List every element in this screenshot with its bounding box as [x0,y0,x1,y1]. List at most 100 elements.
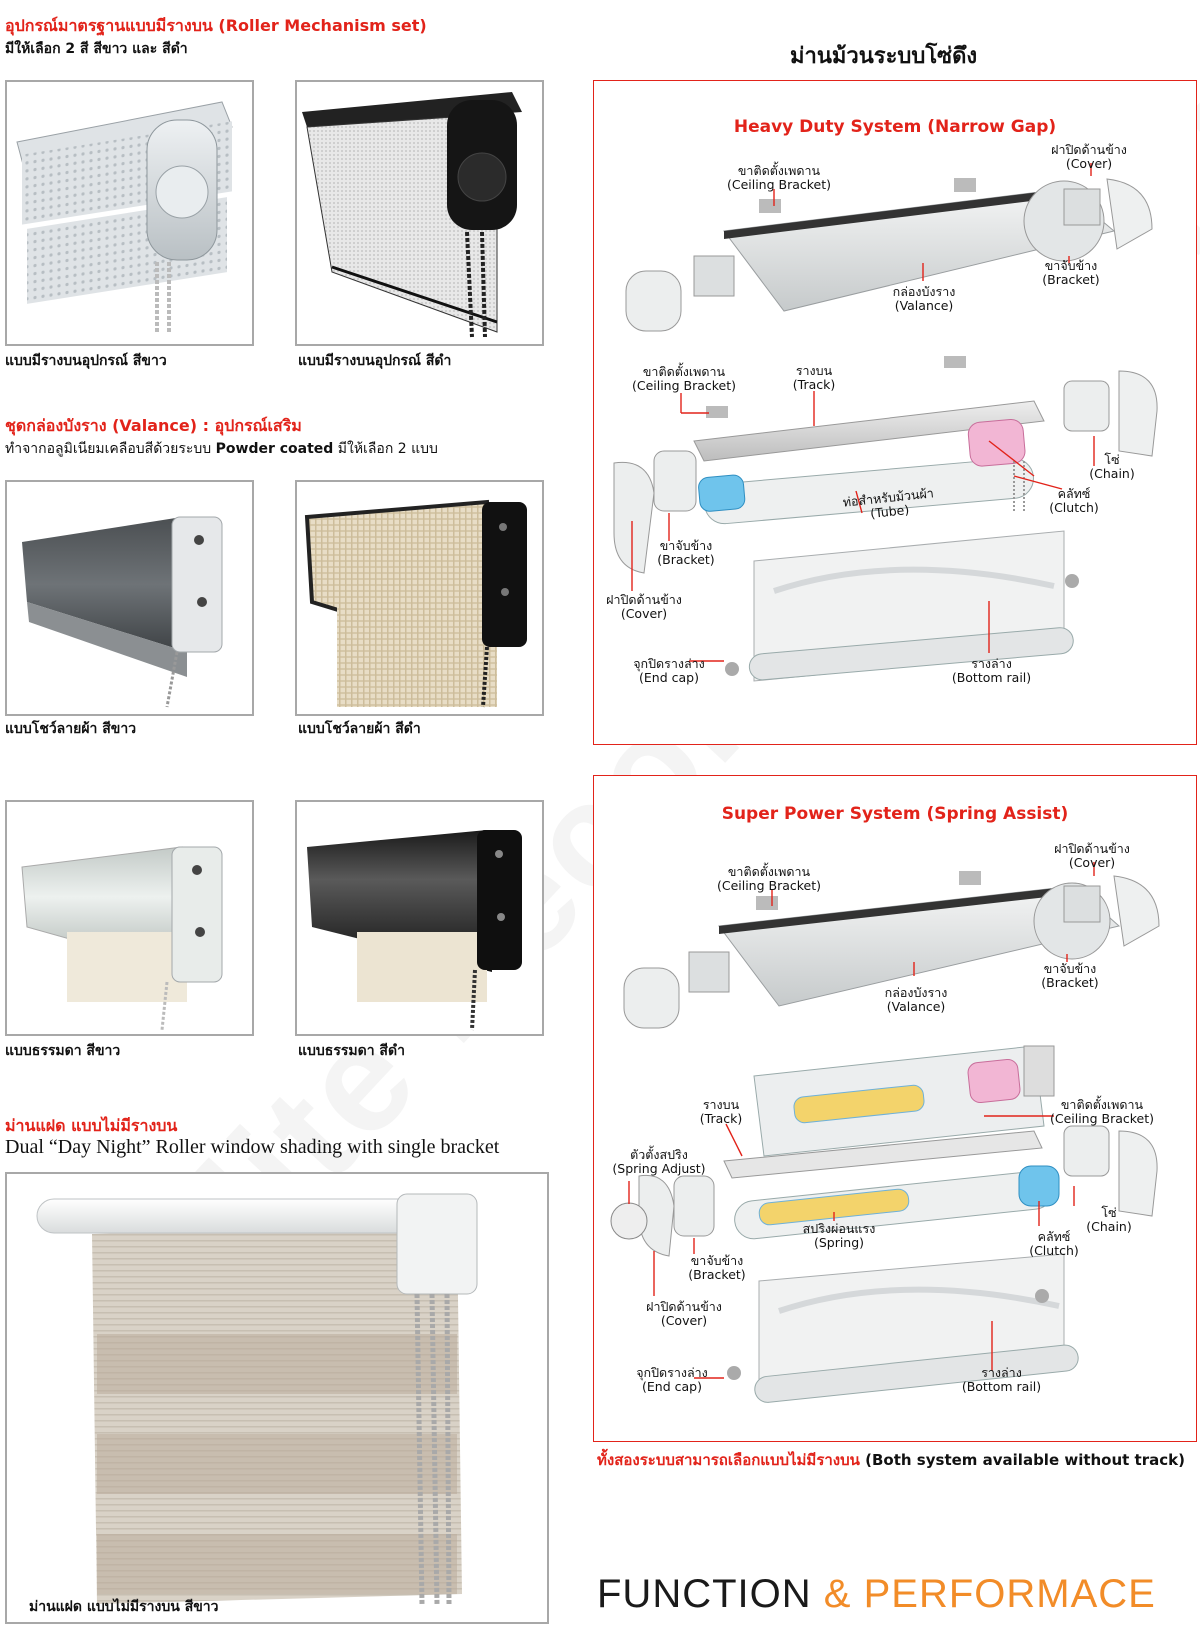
p1-cover-top-th: ฝาปิดด้านข้าง [1051,142,1127,157]
p1-ceiling-bracket-top-en: (Ceiling Bracket) [726,177,832,192]
caption-mechanism-black: แบบมีรางบนอุปกรณ์ สีดำ [298,353,452,369]
photo-dual-day-night: ม่านแฝด แบบไม่มีรางบน สีขาว [5,1172,549,1624]
p1-label-bracket-left: ขาจับข้าง(Bracket) [646,539,726,567]
p2-clutch-th: คลัทซ์ [1037,1229,1071,1244]
p2-ceiling-bracket-top-th: ขาติดตั้งเพดาน [727,864,811,879]
p2-label-end-cap: จุกปิดรางล่าง(End cap) [627,1366,717,1394]
p1-clutch-en: (Clutch) [1049,500,1099,515]
p2-spring-adjust-en: (Spring Adjust) [612,1161,706,1176]
caption-valance-fabric-white: แบบโชว์ลายผ้า สีขาว [5,721,137,737]
p1-label-track: รางบน(Track) [774,364,854,392]
p1-track-th: รางบน [795,363,833,378]
footer-ampersand: & [823,1572,852,1616]
panel-super-power: Super Power System (Spring Assist) [593,775,1197,1442]
p1-chain-th: โซ่ [1104,452,1120,467]
p1-track-en: (Track) [792,377,836,392]
p2-label-bracket-right: ขาจับข้าง(Bracket) [1030,962,1110,990]
p2-bottom-rail-th: รางล่าง [981,1365,1022,1380]
p1-bottom-rail-en: (Bottom rail) [951,670,1032,685]
p1-label-bottom-rail: รางล่าง(Bottom rail) [944,657,1039,685]
subtitle-bold: Powder coated [215,441,334,457]
p1-label-clutch: คลัทซ์(Clutch) [1034,487,1114,515]
p1-bottom-rail-th: รางล่าง [971,656,1012,671]
p1-label-end-cap: จุกปิดรางล่าง(End cap) [624,657,714,685]
p1-bracket-left-en: (Bracket) [657,552,715,567]
p1-chain-en: (Chain) [1089,466,1135,481]
photo-valance-fabric-black [295,480,544,716]
p2-bracket-left-th: ขาจับข้าง [690,1253,744,1268]
photo-valance-plain-black [295,800,544,1036]
p2-cover-top-th: ฝาปิดด้านข้าง [1054,841,1130,856]
subtitle-prefix: ทำจากอลูมิเนียมเคลือบสีด้วยระบบ [5,441,212,457]
p2-end-cap-th: จุกปิดรางล่าง [636,1365,708,1380]
panel-heavy-duty-title: Heavy Duty System (Narrow Gap) [733,117,1057,137]
p2-label-bottom-rail: รางล่าง(Bottom rail) [954,1366,1049,1394]
p2-bracket-right-th: ขาจับข้าง [1043,961,1097,976]
panel-heavy-duty: Heavy Duty System (Narrow Gap) [593,80,1197,745]
p2-label-ceiling-bracket-mid: ขาติดตั้งเพดาน(Ceiling Bracket) [1042,1098,1162,1126]
p2-label-cover-top: ฝาปิดด้านข้าง(Cover) [1052,842,1132,870]
p1-label-chain: โซ่(Chain) [1082,453,1142,481]
p1-end-cap-th: จุกปิดรางล่าง [633,656,705,671]
p1-ceiling-bracket-mid-en: (Ceiling Bracket) [631,378,737,393]
caption-mechanism-white: แบบมีรางบนอุปกรณ์ สีขาว [5,353,167,369]
section-title-roller-mechanism: อุปกรณ์มาตรฐานแบบมีรางบน (Roller Mechani… [5,16,427,35]
section-title-dual: ม่านแฝด แบบไม่มีรางบน [5,1116,178,1135]
p2-end-cap-en: (End cap) [642,1379,702,1394]
p1-label-cover-top: ฝาปิดด้านข้าง(Cover) [1049,143,1129,171]
p2-ceiling-bracket-mid-th: ขาติดตั้งเพดาน [1060,1097,1144,1112]
p2-ceiling-bracket-mid-en: (Ceiling Bracket) [1049,1111,1155,1126]
footer-word-function: FUNCTION [597,1572,812,1616]
p2-ceiling-bracket-top-en: (Ceiling Bracket) [716,878,822,893]
p2-valance-th: กล่องบังราง [884,985,948,1000]
section-subtitle-valance: ทำจากอลูมิเนียมเคลือบสีด้วยระบบ Powder c… [5,438,438,460]
p2-label-spring-adjust: ตัวตั้งสปริง(Spring Adjust) [604,1148,714,1176]
p2-bracket-right-en: (Bracket) [1041,975,1099,990]
p1-bracket-left-th: ขาจับข้าง [659,538,713,553]
p1-label-cover-left: ฝาปิดด้านข้าง(Cover) [599,593,689,621]
panel-super-power-title: Super Power System (Spring Assist) [721,804,1069,824]
p1-bracket-right-th: ขาจับข้าง [1044,258,1098,273]
p1-cover-left-en: (Cover) [620,606,668,621]
photo-valance-fabric-white [5,480,254,716]
p2-label-valance: กล่องบังราง(Valance) [876,986,956,1014]
section-subtitle-dual: Dual “Day Night” Roller window shading w… [5,1136,500,1158]
p2-spring-th: สปริงผ่อนแรง [802,1221,876,1236]
p1-label-ceiling-bracket-top: ขาติดตั้งเพดาน(Ceiling Bracket) [724,164,834,192]
p2-label-track: รางบน(Track) [686,1098,756,1126]
section-title-valance: ชุดกล่องบังราง (Valance) : อุปกรณ์เสริม [5,416,302,435]
p1-ceiling-bracket-top-th: ขาติดตั้งเพดาน [737,163,821,178]
p2-label-spring: สปริงผ่อนแรง(Spring) [789,1222,889,1250]
p2-spring-en: (Spring) [813,1235,865,1250]
p1-end-cap-en: (End cap) [639,670,699,685]
p2-label-bracket-left: ขาจับข้าง(Bracket) [677,1254,757,1282]
p1-label-bracket-right: ขาจับข้าง(Bracket) [1031,259,1111,287]
footer-function-performance: FUNCTION & PERFORMACE [597,1572,1156,1617]
photo-mechanism-white [5,80,254,346]
footnote-without-track: ทั้งสองระบบสามารถเลือกแบบไม่มีรางบน (Bot… [597,1448,1185,1472]
p2-label-clutch: คลัทซ์(Clutch) [1019,1230,1089,1258]
p2-track-th: รางบน [702,1097,740,1112]
p2-label-cover-left: ฝาปิดด้านข้าง(Cover) [639,1300,729,1328]
p1-cover-left-th: ฝาปิดด้านข้าง [606,592,682,607]
footnote-red: ทั้งสองระบบสามารถเลือกแบบไม่มีรางบน [597,1451,860,1469]
p2-bottom-rail-en: (Bottom rail) [961,1379,1042,1394]
p1-clutch-th: คลัทซ์ [1057,486,1091,501]
p2-cover-top-en: (Cover) [1068,855,1116,870]
p2-valance-en: (Valance) [886,999,946,1014]
p2-track-en: (Track) [699,1111,743,1126]
p2-spring-adjust-th: ตัวตั้งสปริง [630,1147,688,1162]
p1-label-valance: กล่องบังราง(Valance) [884,285,964,313]
p2-clutch-en: (Clutch) [1029,1243,1079,1258]
p1-cover-top-en: (Cover) [1065,156,1113,171]
p1-valance-en: (Valance) [894,298,954,313]
p1-valance-th: กล่องบังราง [892,284,956,299]
p2-cover-left-en: (Cover) [660,1313,708,1328]
caption-dual-white: ม่านแฝด แบบไม่มีรางบน สีขาว [29,1599,219,1615]
p1-ceiling-bracket-mid-th: ขาติดตั้งเพดาน [642,364,726,379]
p2-chain-th: โซ่ [1101,1205,1117,1220]
p1-label-ceiling-bracket-mid: ขาติดตั้งเพดาน(Ceiling Bracket) [629,365,739,393]
photo-valance-plain-white [5,800,254,1036]
footer-word-performace: PERFORMACE [863,1572,1156,1616]
p2-cover-left-th: ฝาปิดด้านข้าง [646,1299,722,1314]
